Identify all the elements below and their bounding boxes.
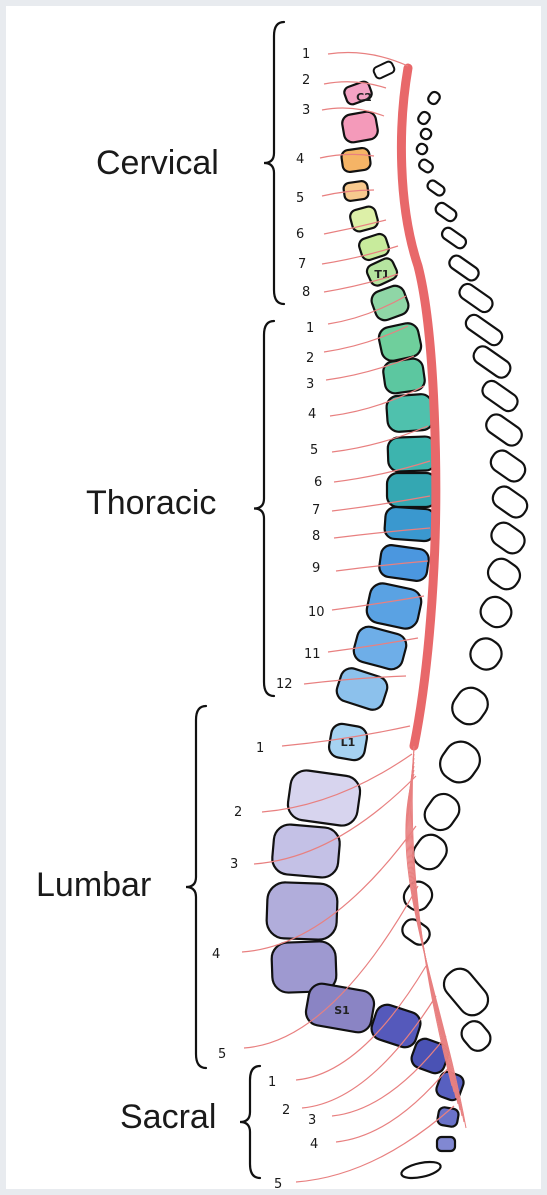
spinous-process [415, 142, 429, 156]
cervical-nerve-number: 1 [302, 47, 310, 62]
spinous-process [463, 312, 505, 348]
thoracic-nerve-number: 12 [276, 677, 293, 692]
sacral-nerve-number: 1 [268, 1075, 276, 1090]
spinous-process [434, 735, 486, 788]
spine-illustration: C2T1L1S112345678123456789101112123451234… [6, 6, 541, 1189]
thoracic-nerve-number: 5 [310, 443, 318, 458]
cervical-label: Cervical [96, 144, 219, 183]
thoracic-nerve-number: 8 [312, 529, 320, 544]
lumbar-nerve-number: 4 [212, 947, 220, 962]
lumbar-brace [186, 706, 206, 1068]
vertebral-body [437, 1137, 455, 1151]
vertebral-body [369, 283, 411, 323]
sacral-nerve-number: 2 [282, 1103, 290, 1118]
vertebra-label-c2: C2 [356, 91, 372, 104]
vertebral-body [266, 882, 338, 940]
spinous-process [457, 1017, 495, 1055]
sacral-label: Sacral [120, 1098, 216, 1137]
sacral-nerve-number: 3 [308, 1113, 316, 1128]
vertebral-body [384, 506, 436, 541]
vertebral-body [341, 110, 379, 143]
spinous-process [465, 633, 507, 675]
lumbar-nerve-number: 5 [218, 1047, 226, 1062]
cervical-brace [264, 22, 284, 304]
cervical-nerve-number: 5 [296, 191, 304, 206]
vertebral-body [334, 665, 390, 712]
nerve-root [336, 1066, 450, 1142]
cervical-nerve-number: 2 [302, 73, 310, 88]
cervical-nerve-number: 7 [298, 257, 306, 272]
thoracic-nerve-number: 2 [306, 351, 314, 366]
cervical-nerve-number: 3 [302, 103, 310, 118]
spinous-process [483, 411, 526, 449]
spinous-process [487, 518, 529, 557]
spinous-process [457, 281, 496, 315]
vertebral-body [357, 232, 390, 262]
thoracic-nerve-number: 9 [312, 561, 320, 576]
thoracic-nerve-number: 6 [314, 475, 322, 490]
spinous-process [434, 201, 459, 223]
spinous-process [483, 554, 524, 594]
spinous-process [419, 127, 433, 141]
spinous-process [440, 226, 468, 251]
spinous-process [447, 682, 494, 730]
spinous-process [426, 179, 446, 198]
sacral-nerve-number: 5 [274, 1177, 282, 1189]
vertebra-label-s1: S1 [334, 1004, 350, 1017]
spinous-process [479, 378, 520, 415]
cervical-nerve-number: 8 [302, 285, 310, 300]
spinous-process [426, 90, 441, 106]
vertebral-body [377, 321, 423, 363]
spinous-process [489, 483, 531, 522]
vertebral-body [286, 768, 362, 827]
coccyx [400, 1159, 442, 1181]
spinous-process [399, 916, 433, 948]
vertebral-body [349, 205, 380, 233]
spinous-process [470, 343, 513, 381]
sacral-nerve-number: 4 [310, 1137, 318, 1152]
vertebral-body [364, 581, 423, 631]
lumbar-nerve-number: 1 [256, 741, 264, 756]
thoracic-label: Thoracic [86, 484, 216, 523]
spinous-process [476, 592, 517, 632]
thoracic-nerve-number: 4 [308, 407, 316, 422]
sacral-brace [240, 1066, 260, 1178]
cervical-nerve-number: 4 [296, 152, 304, 167]
thoracic-nerve-number: 3 [306, 377, 314, 392]
thoracic-nerve-number: 1 [306, 321, 314, 336]
lumbar-nerve-number: 3 [230, 857, 238, 872]
vertebral-body [382, 357, 426, 394]
vertebral-body [271, 823, 341, 879]
thoracic-nerve-number: 11 [304, 647, 321, 662]
spinous-process [447, 253, 481, 283]
atlas-vertebra [372, 60, 395, 79]
cervical-nerve-number: 6 [296, 227, 304, 242]
nerve-root [328, 53, 408, 67]
lumbar-nerve-number: 2 [234, 805, 242, 820]
spinous-process [487, 447, 529, 486]
spinous-process [417, 158, 434, 174]
thoracic-brace [254, 321, 274, 696]
spinous-process [416, 110, 431, 126]
thoracic-nerve-number: 10 [308, 605, 325, 620]
spinous-process [419, 789, 464, 836]
vertebral-body [341, 147, 372, 173]
lumbar-label: Lumbar [36, 866, 151, 905]
spinous-process [438, 963, 493, 1021]
vertebral-body [437, 1106, 460, 1127]
thoracic-nerve-number: 7 [312, 503, 320, 518]
